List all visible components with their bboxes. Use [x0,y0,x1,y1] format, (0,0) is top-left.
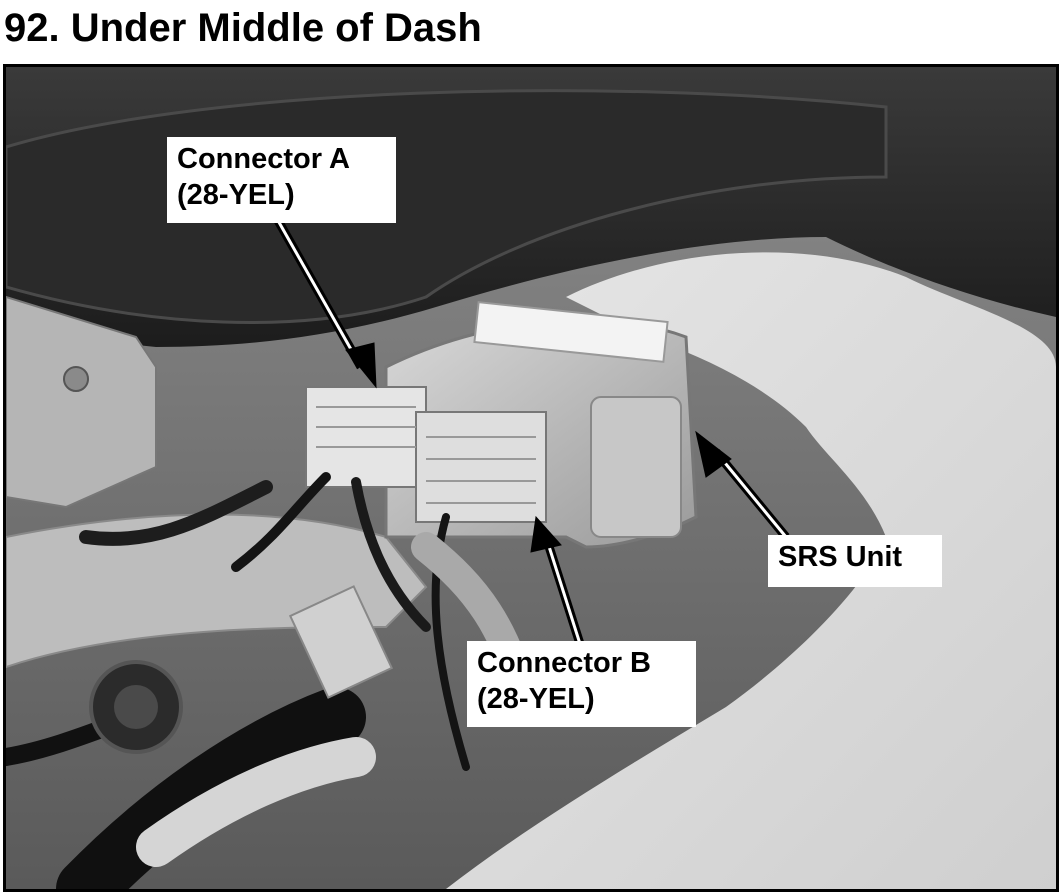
connector-a-body [305,386,427,488]
carpet [446,252,1056,889]
callout-arrows [272,214,790,649]
connector-pins [316,406,536,504]
srs-unit-label-sticker [473,301,669,363]
bracket-bolt [63,366,89,392]
connector-b-spec: (28-YEL) [477,683,595,715]
connector-b-body [415,411,547,523]
connector-b-callout: Connector B (28-YEL) [467,641,696,727]
connector-a-label: Connector A [177,143,350,175]
srs-unit-label: SRS Unit [778,541,903,573]
left-bracket [6,295,157,509]
connector-a-callout: Connector A (28-YEL) [167,137,396,223]
connector-a-spec: (28-YEL) [177,179,295,211]
harness-clip [288,585,394,699]
connector-b-label: Connector B [477,647,651,679]
photo-frame [3,64,1059,892]
page-title: 92. Under Middle of Dash [4,6,482,50]
under-dash-photo [6,67,1056,889]
srs-unit-end-cap [590,396,682,538]
srs-unit-callout: SRS Unit [768,535,942,587]
